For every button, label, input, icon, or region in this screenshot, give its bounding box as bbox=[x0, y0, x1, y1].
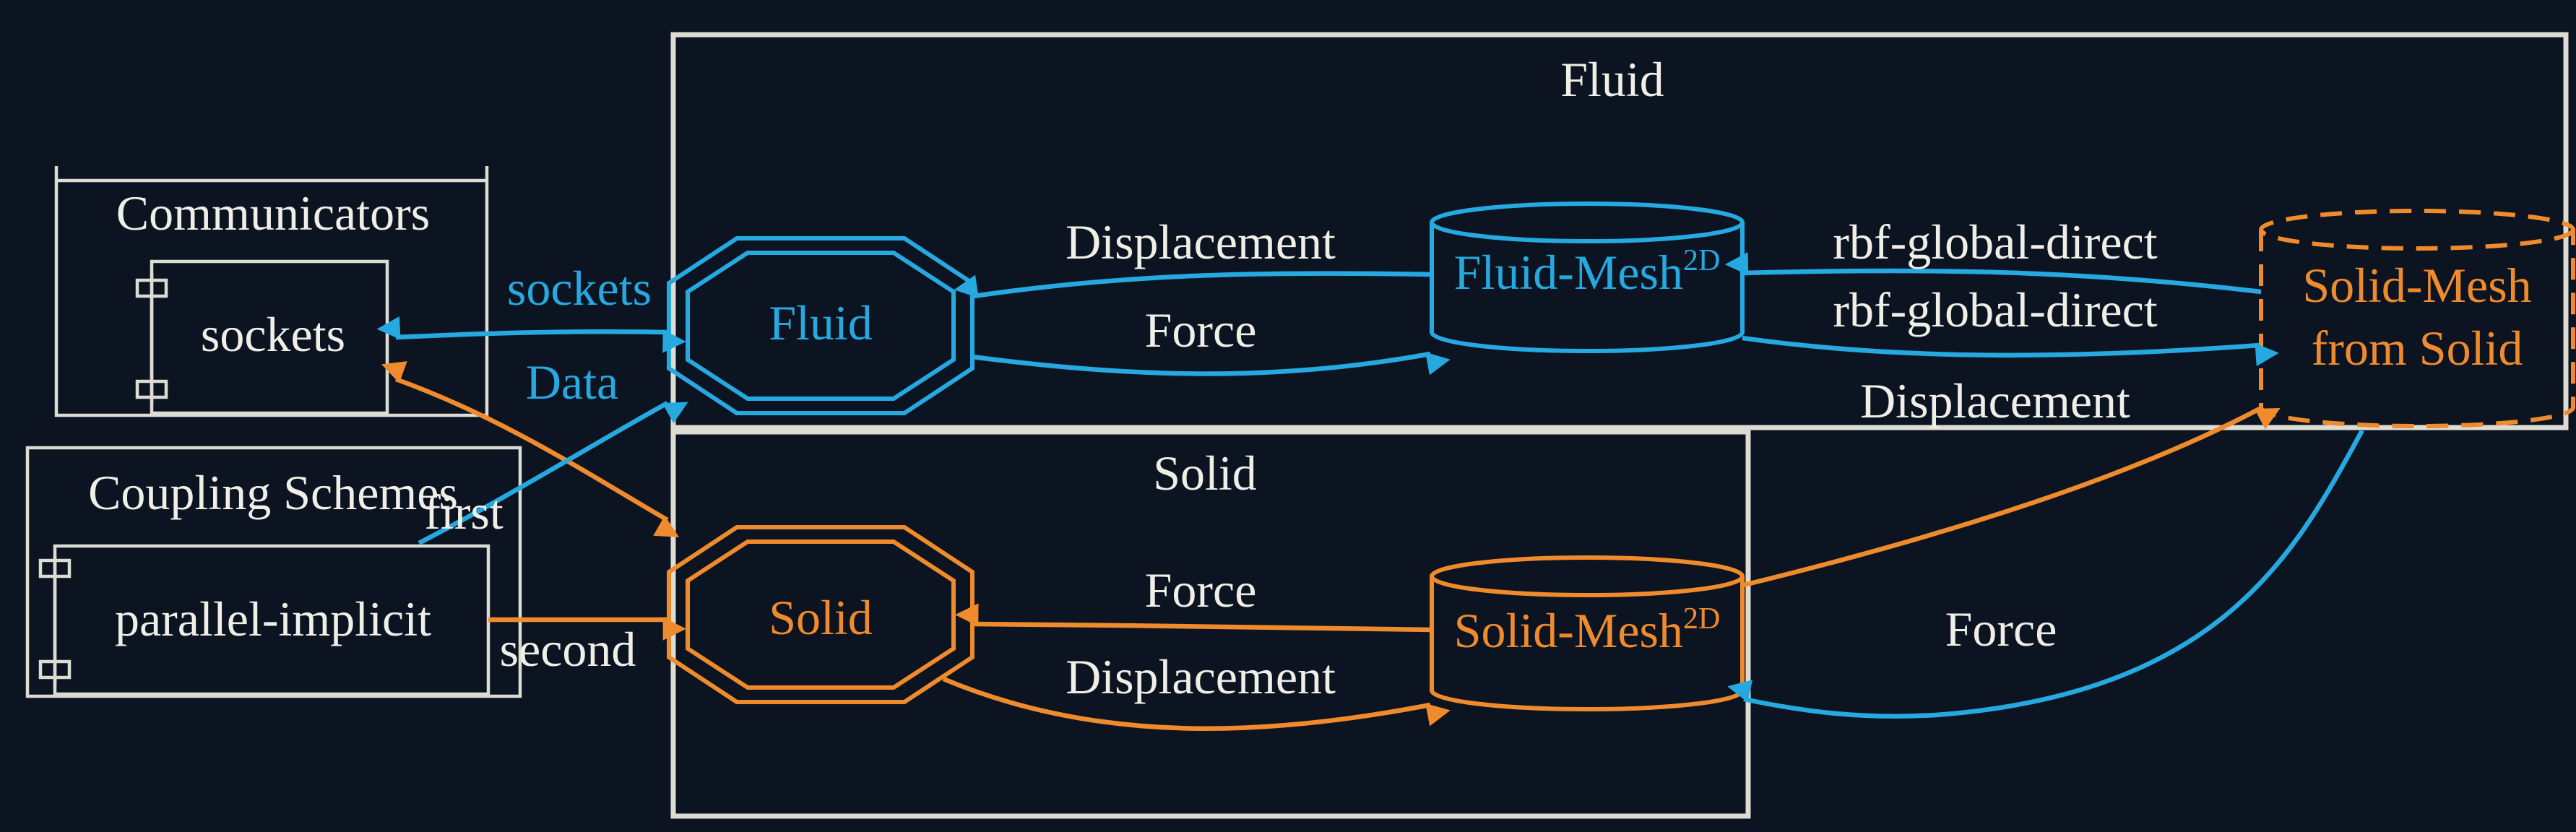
communicators-title: Communicators bbox=[116, 186, 430, 240]
edge-solid-displacement[interactable] bbox=[942, 677, 1451, 731]
solid-cluster: Solid bbox=[670, 429, 1751, 819]
edge-first[interactable] bbox=[418, 401, 688, 545]
solid-cluster-title: Solid bbox=[1153, 446, 1257, 500]
solid-participant[interactable]: Solid bbox=[667, 525, 974, 704]
edge-label-data: Data bbox=[526, 355, 618, 410]
edge-label-solid-displacement: Displacement bbox=[1066, 649, 1336, 704]
solid-mesh-node[interactable]: Solid-Mesh2D bbox=[1430, 555, 1745, 711]
edge-fluid-force[interactable] bbox=[972, 351, 1451, 376]
edge-sockets-solid[interactable] bbox=[381, 361, 680, 537]
fluid-cluster-title: Fluid bbox=[1560, 52, 1664, 107]
sockets-component[interactable]: sockets bbox=[135, 259, 389, 415]
edge-sockets-fluid[interactable] bbox=[376, 316, 686, 353]
component-port-icon bbox=[135, 278, 168, 298]
edge-exchange-displacement[interactable] bbox=[1743, 407, 2281, 588]
edge-label-fluid-force: Force bbox=[1145, 303, 1257, 358]
edge-label-exchange-displacement: Displacement bbox=[1860, 373, 2130, 428]
edge-label-sockets: sockets bbox=[507, 261, 652, 316]
received-mesh-label-line2: from Solid bbox=[2312, 321, 2523, 376]
edge-label-mapping-read: rbf-global-direct bbox=[1833, 214, 2157, 269]
coupling-schemes-title: Coupling Schemes bbox=[88, 465, 458, 520]
fluid-participant-label: Fluid bbox=[769, 295, 873, 350]
edge-label-solid-force: Force bbox=[1145, 563, 1257, 618]
solid-mesh-label: Solid-Mesh2D bbox=[1454, 602, 1721, 658]
fluid-cluster: Fluid bbox=[670, 32, 2569, 430]
fluid-mesh-label: Fluid-Mesh2D bbox=[1454, 244, 1721, 300]
edge-solid-force[interactable] bbox=[955, 603, 1432, 633]
parallel-implicit-component[interactable]: parallel-implicit bbox=[38, 544, 490, 696]
solid-participant-label: Solid bbox=[769, 590, 873, 645]
edge-mapping-write[interactable] bbox=[1742, 335, 2279, 367]
component-port-icon bbox=[38, 659, 72, 680]
edge-exchange-force[interactable] bbox=[1727, 429, 2364, 719]
edge-label-mapping-write: rbf-global-direct bbox=[1833, 282, 2157, 337]
edge-mapping-read[interactable] bbox=[1724, 252, 2262, 295]
edge-label-second: second bbox=[500, 622, 636, 677]
received-solid-mesh-node[interactable]: Solid-Mesh from Solid bbox=[2259, 209, 2575, 428]
edge-label-fluid-displacement: Displacement bbox=[1066, 214, 1336, 269]
component-port-icon bbox=[38, 558, 72, 578]
parallel-implicit-label: parallel-implicit bbox=[115, 592, 431, 646]
edge-fluid-displacement[interactable] bbox=[954, 271, 1432, 299]
sockets-label: sockets bbox=[201, 307, 345, 362]
component-port-icon bbox=[135, 379, 168, 399]
fluid-mesh-node[interactable]: Fluid-Mesh2D bbox=[1430, 202, 1745, 353]
received-mesh-label-line1: Solid-Mesh bbox=[2302, 258, 2531, 313]
edge-label-first: first bbox=[424, 485, 503, 540]
fluid-participant[interactable]: Fluid bbox=[667, 236, 974, 415]
edge-label-exchange-force: Force bbox=[1945, 602, 2057, 656]
communicators-cluster: Communicators bbox=[54, 166, 489, 417]
